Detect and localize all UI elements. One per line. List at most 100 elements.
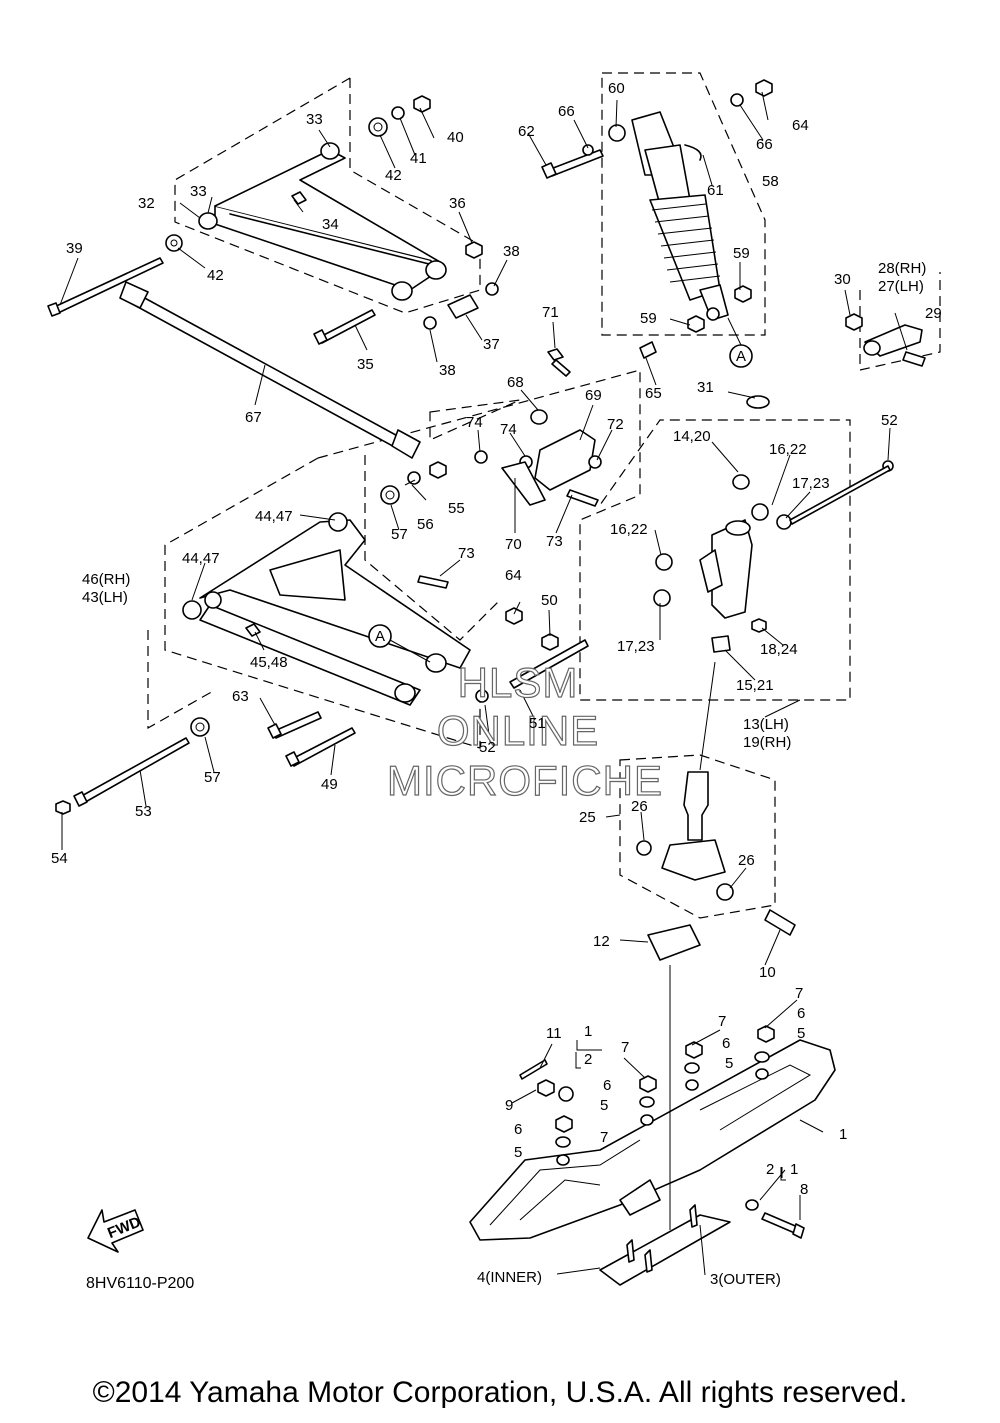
fwd-arrow: FWD [87,1209,144,1253]
label-37: 37 [483,336,500,353]
label-67: 67 [245,409,262,426]
label-41: 41 [410,150,427,167]
label-52a: 52 [881,412,898,429]
label-43: 43(LH) [82,589,128,606]
label-1723a: 17,23 [792,475,830,492]
ref-a-top: A [736,348,746,365]
label-74a: 74 [466,414,483,431]
label-5d: 5 [514,1144,522,1161]
label-8: 8 [800,1181,808,1198]
label-64b: 64 [505,567,522,584]
label-1: 1 [839,1126,847,1143]
lower-a-arm [55,461,589,815]
label-26a: 26 [631,798,648,815]
label-7c: 7 [621,1039,629,1056]
label-7b: 7 [718,1013,726,1030]
label-51: 51 [529,715,546,732]
label-61: 61 [707,182,724,199]
label-53: 53 [135,803,152,820]
label-4548: 45,48 [250,654,288,671]
label-74b: 74 [500,421,517,438]
label-50: 50 [541,592,558,609]
label-1c: 1 [790,1161,798,1178]
label-33b: 33 [190,183,207,200]
label-66a: 66 [558,103,575,120]
label-59a: 59 [733,245,750,262]
label-32: 32 [138,195,155,212]
label-1622a: 16,22 [769,441,807,458]
label-69: 69 [585,387,602,404]
label-3: 3(OUTER) [710,1271,781,1288]
upper-a-arm [47,95,499,345]
label-34: 34 [322,216,339,233]
label-29: 29 [925,305,942,322]
label-5b: 5 [725,1055,733,1072]
diagram-code: 8HV6110-P200 [86,1275,194,1292]
label-1521: 15,21 [736,677,774,694]
label-58: 58 [762,173,779,190]
label-38b: 38 [439,362,456,379]
label-64a: 64 [792,117,809,134]
label-26b: 26 [738,852,755,869]
label-38a: 38 [503,243,520,260]
label-55: 55 [448,500,465,517]
watermark-line3: MICROFICHE [387,757,663,804]
label-27: 27(LH) [878,278,924,295]
label-73b: 73 [458,545,475,562]
steering-linkage [417,348,602,589]
label-33a: 33 [306,111,323,128]
label-2: 2 [766,1161,774,1178]
spindle [636,771,796,961]
label-60: 60 [608,80,625,97]
label-13: 13(LH) [743,716,789,733]
label-5a: 5 [797,1025,805,1042]
spindle-bracket [653,395,894,653]
label-5c: 5 [600,1097,608,1114]
label-42a: 42 [207,267,224,284]
label-19: 19(RH) [743,734,791,751]
label-7a: 7 [795,985,803,1002]
label-36: 36 [449,195,466,212]
shock-absorber [541,79,773,359]
label-59b: 59 [640,310,657,327]
label-6b: 6 [722,1035,730,1052]
label-4: 4(INNER) [477,1269,542,1286]
label-68: 68 [507,374,524,391]
label-1723b: 17,23 [617,638,655,655]
label-25: 25 [579,809,596,826]
label-6d: 6 [514,1121,522,1138]
label-49: 49 [321,776,338,793]
copyright-notice: ©2014 Yamaha Motor Corporation, U.S.A. A… [92,1376,908,1409]
watermark: HLSM ONLINE MICROFICHE [386,658,663,804]
label-6a: 6 [797,1005,805,1022]
label-40: 40 [447,129,464,146]
label-52b: 52 [479,739,496,756]
label-1b: 1 [584,1023,592,1040]
label-63: 63 [232,688,249,705]
torsion-bar [119,281,421,459]
steering-arm [845,313,926,367]
label-11: 11 [546,1025,562,1042]
label-57a: 57 [391,526,408,543]
part-labels: 33 33 32 34 36 39 42 38 35 38 37 40 41 4… [51,80,942,1292]
label-35: 35 [357,356,374,373]
watermark-line2: ONLINE [437,707,599,754]
leader-lines [59,91,908,1276]
label-31: 31 [697,379,714,396]
label-1420: 14,20 [673,428,711,445]
label-1824: 18,24 [760,641,798,658]
label-65: 65 [645,385,662,402]
label-1622b: 16,22 [610,521,648,538]
watermark-line1: HLSM [458,659,579,706]
label-62: 62 [518,123,535,140]
label-30: 30 [834,271,851,288]
label-4447a: 44,47 [255,508,293,525]
label-6c: 6 [603,1077,611,1094]
label-4447b: 44,47 [182,550,220,567]
label-71: 71 [542,304,559,321]
label-66b: 66 [756,136,773,153]
label-42b: 42 [385,167,402,184]
label-54: 54 [51,850,68,867]
label-12: 12 [593,933,610,950]
